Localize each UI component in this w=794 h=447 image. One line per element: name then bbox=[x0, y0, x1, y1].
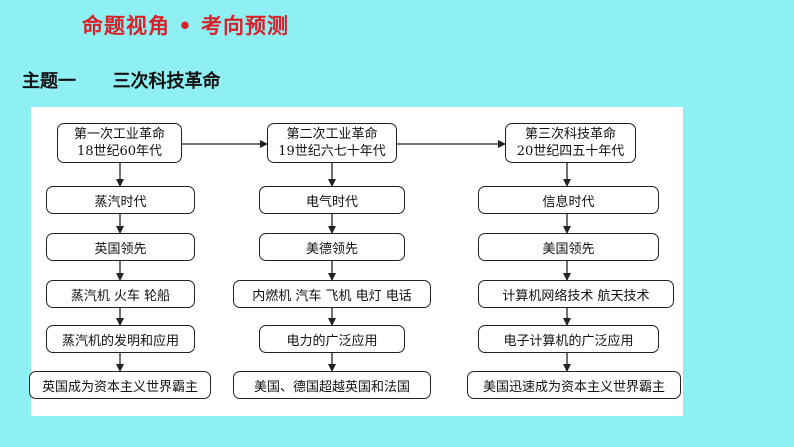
rev3-outcome-box: 美国迅速成为资本主义世界霸主 bbox=[467, 371, 681, 399]
rev1-outcome-box: 英国成为资本主义世界霸主 bbox=[29, 371, 211, 399]
rev2-outcome-box: 美国、德国超越英国和法国 bbox=[233, 371, 431, 399]
rev3-inventions-box: 计算机网络技术 航天技术 bbox=[478, 280, 674, 308]
rev2-head-box: 第二次工业革命 19世纪六七十年代 bbox=[267, 123, 397, 163]
rev2-inventions-box: 内燃机 汽车 飞机 电灯 电话 bbox=[233, 280, 431, 308]
rev3-application-box: 电子计算机的广泛应用 bbox=[478, 325, 659, 353]
rev1-era-box: 蒸汽时代 bbox=[46, 186, 195, 214]
rev1-head-title: 第一次工业革命 bbox=[73, 127, 165, 142]
rev1-inventions-box: 蒸汽机 火车 轮船 bbox=[46, 280, 195, 308]
rev1-head-box: 第一次工业革命 18世纪60年代 bbox=[57, 123, 182, 163]
rev3-head-title: 第三次科技革命 bbox=[524, 127, 616, 142]
rev1-leader-box: 英国领先 bbox=[46, 233, 195, 261]
rev1-head-period: 18世纪60年代 bbox=[76, 144, 163, 159]
rev3-leader-box: 美国领先 bbox=[478, 233, 659, 261]
rev2-head-title: 第二次工业革命 bbox=[286, 127, 378, 142]
rev3-era-box: 信息时代 bbox=[478, 186, 659, 214]
page-title: 命题视角 • 考向预测 bbox=[82, 14, 290, 38]
rev2-head-period: 19世纪六七十年代 bbox=[278, 144, 386, 159]
topic-heading: 主题一 三次科技革命 bbox=[22, 67, 221, 93]
rev2-leader-box: 美德领先 bbox=[259, 233, 405, 261]
rev1-application-box: 蒸汽机的发明和应用 bbox=[46, 325, 195, 353]
rev2-application-box: 电力的广泛应用 bbox=[259, 325, 405, 353]
rev3-head-period: 20世纪四五十年代 bbox=[516, 144, 625, 159]
rev3-head-box: 第三次科技革命 20世纪四五十年代 bbox=[505, 123, 636, 163]
rev2-era-box: 电气时代 bbox=[259, 186, 405, 214]
topic-name: 三次科技革命 bbox=[112, 71, 221, 92]
topic-label: 主题一 bbox=[22, 71, 76, 92]
